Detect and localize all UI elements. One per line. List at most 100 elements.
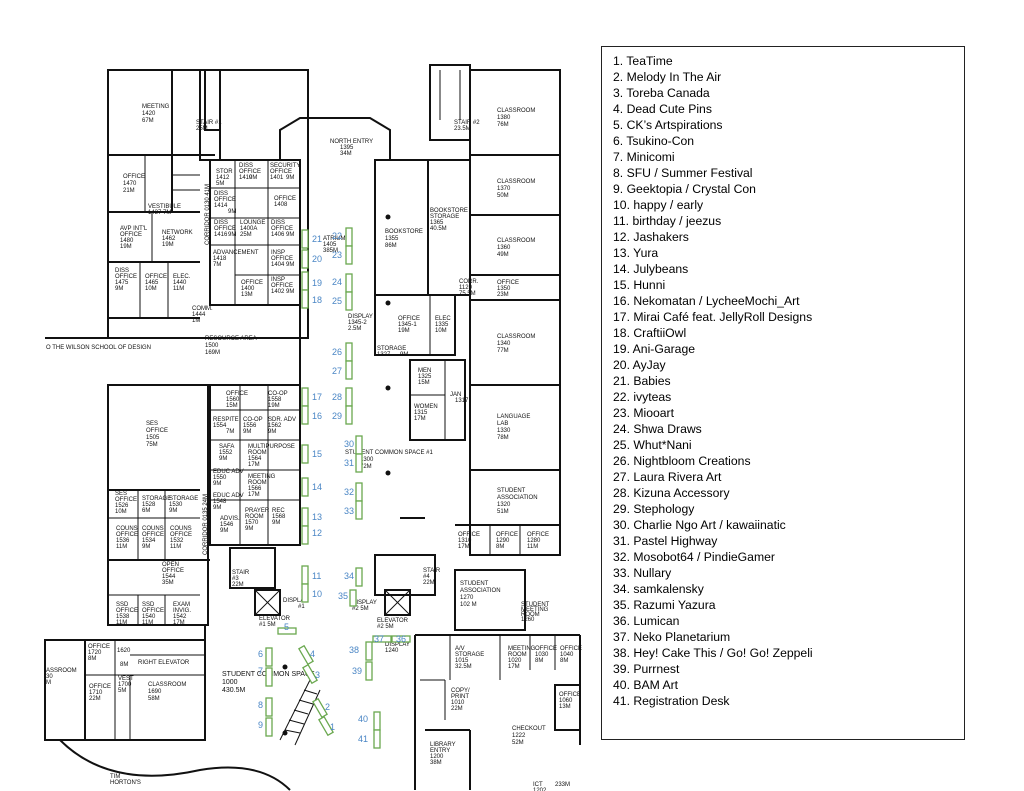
legend-item-number: 33: [613, 566, 627, 580]
grand-staircase: [279, 679, 321, 746]
booth-number-6: 6: [258, 649, 263, 659]
booth-13: [301, 507, 309, 527]
legend-item-name: Hunni: [633, 278, 666, 292]
booth-number-14: 14: [312, 482, 322, 492]
legend-item-separator: .: [626, 518, 634, 532]
legend-item: 17. Mirai Café feat. JellyRoll Designs: [613, 309, 964, 325]
booth-number-33: 33: [344, 506, 354, 516]
legend-item-name: Nekomatan / LycheeMochi_Art: [633, 294, 800, 308]
booth-number-24: 24: [332, 277, 342, 287]
legend-item-separator: .: [626, 422, 634, 436]
legend-item-separator: .: [626, 470, 634, 484]
legend-item-number: 26: [613, 454, 627, 468]
booth-6: [265, 647, 273, 667]
booth-30: [355, 435, 363, 455]
booth-number-20: 20: [312, 254, 322, 264]
legend-item-number: 4: [613, 102, 620, 116]
legend-item-number: 25: [613, 438, 627, 452]
booth-number-8: 8: [258, 700, 263, 710]
legend-item: 11. birthday / jeezus: [613, 213, 964, 229]
legend-item-number: 38: [613, 646, 627, 660]
booth-number-35: 35: [338, 591, 348, 601]
legend-item-number: 39: [613, 662, 627, 676]
legend-item: 41. Registration Desk: [613, 693, 964, 709]
legend-item: 14. Julybeans: [613, 261, 964, 277]
booth-number-26: 26: [332, 347, 342, 357]
booth-number-27: 27: [332, 366, 342, 376]
legend-item-separator: .: [626, 486, 634, 500]
legend-item: 39. Purrnest: [613, 661, 964, 677]
legend-item-name: samkalensky: [633, 582, 704, 596]
vendor-booths: [265, 227, 411, 749]
legend-item-number: 13: [613, 246, 627, 260]
legend-item-name: birthday / jeezus: [632, 214, 722, 228]
legend-item-name: CK’s Artspirations: [626, 118, 723, 132]
booth-number-40: 40: [358, 714, 368, 724]
legend-item-separator: .: [625, 214, 633, 228]
legend-item-name: Pastel Highway: [633, 534, 718, 548]
legend-item: 37. Neko Planetarium: [613, 629, 964, 645]
legend-item-name: AyJay: [632, 358, 666, 372]
legend-item: 7. Minicomi: [613, 149, 964, 165]
legend-item-separator: .: [626, 694, 634, 708]
legend-item-number: 6: [613, 134, 620, 148]
booth-9: [265, 717, 273, 737]
legend-item-name: happy / early: [633, 198, 704, 212]
legend-item-number: 24: [613, 422, 627, 436]
legend-item-separator: .: [626, 342, 633, 356]
legend-item-separator: .: [626, 550, 634, 564]
legend-item-number: 3: [613, 86, 620, 100]
booth-number-39: 39: [352, 666, 362, 676]
legend-item: 26. Nightbloom Creations: [613, 453, 964, 469]
legend-item-number: 5: [613, 118, 620, 132]
legend-item-number: 10: [613, 198, 627, 212]
legend-item: 38. Hey! Cake This / Go! Go! Zeppeli: [613, 645, 964, 661]
booth-number-15: 15: [312, 449, 322, 459]
room-area-233m: 233M: [555, 782, 570, 788]
booth-22: [345, 227, 353, 247]
legend-item: 19. Ani-Garage: [613, 341, 964, 357]
booth-34: [355, 567, 363, 587]
legend-item-name: Dead Cute Pins: [626, 102, 712, 116]
booth-15: [301, 444, 309, 464]
legend-item-number: 28: [613, 486, 627, 500]
legend-item: 29. Stephology: [613, 501, 964, 517]
legend-item-separator: .: [626, 406, 634, 420]
legend-item-separator: .: [626, 598, 634, 612]
booth-23: [345, 245, 353, 265]
legend-item-name: Registration Desk: [633, 694, 730, 708]
legend-item-separator: .: [626, 662, 634, 676]
booth-33: [355, 500, 363, 520]
legend-item-separator: .: [619, 86, 627, 100]
legend-item-separator: .: [626, 278, 634, 292]
booth-number-5: 5: [284, 622, 289, 632]
legend-item: 2. Melody In The Air: [613, 69, 964, 85]
legend-item-name: Charlie Ngo Art / kawaiinatic: [633, 518, 786, 532]
legend-item: 25. Whut*Nani: [613, 437, 964, 453]
legend-item-separator: .: [626, 310, 634, 324]
floor-plan-walls: [44, 64, 581, 791]
